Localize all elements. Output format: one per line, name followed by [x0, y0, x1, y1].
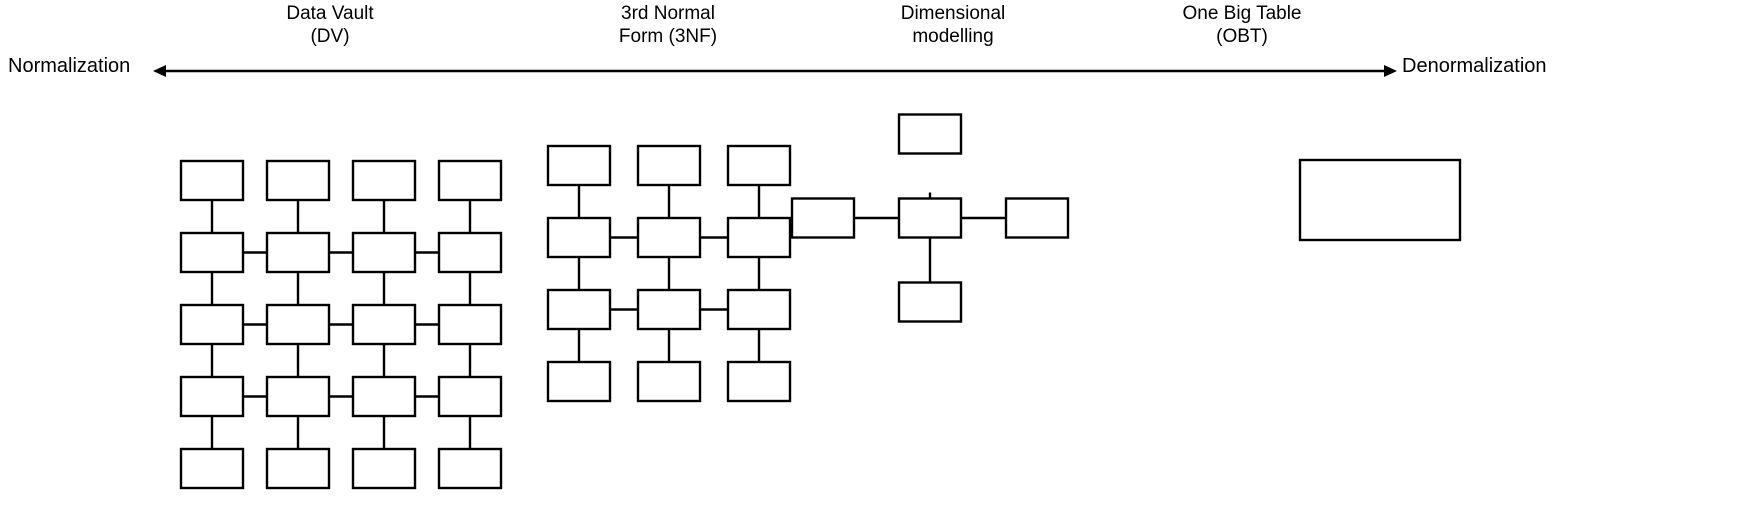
data-vault-node	[179, 447, 245, 490]
third-normal-form-node	[726, 216, 792, 259]
data-vault-node	[265, 375, 331, 418]
third-normal-form-node	[636, 216, 702, 259]
axis-label-normalization: Normalization	[8, 55, 131, 77]
data-vault-node	[179, 231, 245, 274]
data-vault-node	[265, 159, 331, 202]
data-vault-node	[179, 303, 245, 346]
third-normal-form-node	[726, 144, 792, 187]
data-vault-node	[179, 159, 245, 202]
dimensional-star-satellite-top	[897, 113, 963, 155]
data-vault-node	[437, 375, 503, 418]
data-vault-node	[437, 303, 503, 346]
column-header-dimensional-modelling: Dimensional modelling	[900, 3, 1006, 47]
third-normal-form-node	[546, 144, 612, 187]
dimensional-star-satellite-right	[1004, 197, 1070, 239]
dimensional-star-satellite-bottom	[897, 281, 963, 323]
data-vault-node	[351, 159, 417, 202]
data-vault-node	[351, 375, 417, 418]
third-normal-form-node	[546, 288, 612, 331]
data-vault-node	[351, 447, 417, 490]
axis-label-denormalization: Denormalization	[1402, 55, 1547, 77]
third-normal-form-node	[546, 216, 612, 259]
third-normal-form-node	[636, 360, 702, 403]
third-normal-form-node	[726, 288, 792, 331]
data-vault-node	[437, 447, 503, 490]
data-vault-node	[351, 303, 417, 346]
data-vault-node	[437, 231, 503, 274]
data-vault-node	[265, 447, 331, 490]
data-vault-node	[351, 231, 417, 274]
normalization-axis-arrow	[153, 65, 1397, 77]
third-normal-form-node	[636, 144, 702, 187]
data-vault-node	[437, 159, 503, 202]
column-header-one-big-table: One Big Table (OBT)	[1182, 3, 1302, 47]
dimensional-star-fact-node	[897, 197, 963, 239]
data-vault-node	[179, 375, 245, 418]
third-normal-form-node	[546, 360, 612, 403]
data-vault-node	[265, 231, 331, 274]
third-normal-form-node	[726, 360, 792, 403]
dimensional-star-satellite-left	[790, 197, 856, 239]
data-vault-node	[265, 303, 331, 346]
column-header-data-vault: Data Vault (DV)	[286, 3, 374, 47]
column-header-third-normal-form: 3rd Normal Form (3NF)	[618, 3, 718, 47]
one-big-table-box	[1298, 158, 1462, 242]
third-normal-form-node	[636, 288, 702, 331]
